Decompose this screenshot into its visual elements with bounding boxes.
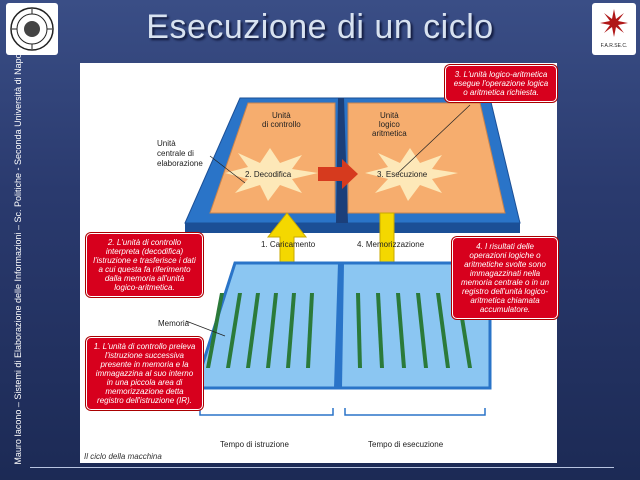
memory-bars — [206, 293, 472, 368]
instruction-time-label: Tempo di istruzione — [220, 440, 289, 449]
decode-burst — [225, 148, 318, 201]
farsec-logo: F.A.R.SE.C. — [592, 3, 636, 55]
execution-time-label: Tempo di esecuzione — [368, 440, 444, 449]
farsec-logo-text: F.A.R.SE.C. — [601, 43, 628, 49]
store-label: 4. Memorizzazione — [357, 240, 425, 249]
control-unit-label: Unità di controllo — [262, 111, 301, 129]
callout-step4: 4. I risultati delle operazioni logiche … — [452, 237, 558, 319]
callout-step1: 1. L'unità di controllo preleva l'istruz… — [86, 337, 203, 410]
university-seal-logo — [6, 3, 58, 55]
callout-step3: 3. L'unità logico-aritmetica esegue l'op… — [445, 65, 557, 102]
execute-label: 3. Esecuzione — [377, 170, 428, 179]
figure-caption: Il ciclo della macchina — [84, 452, 162, 461]
vertical-author-text: Mauro Iacono – Sistemi di Elaborazione d… — [13, 49, 23, 465]
decode-to-execute-arrow — [318, 159, 358, 189]
decode-label: 2. Decodifica — [245, 170, 292, 179]
alu-leader-line — [397, 104, 471, 174]
execution-time-bracket — [344, 408, 486, 416]
slide-title: Esecuzione di un ciclo — [146, 8, 494, 46]
instruction-time-bracket — [199, 408, 334, 416]
cpu-platform-edge — [185, 223, 520, 233]
footer-divider — [30, 467, 614, 468]
execute-burst — [365, 148, 458, 201]
fetch-label: 1. Caricamento — [261, 240, 316, 249]
machine-cycle-diagram — [184, 97, 521, 416]
memory-leader-line — [185, 320, 226, 337]
cpu-label: Unità centrale di elaborazione — [157, 139, 203, 168]
alu-label: Unità logico aritmetica — [372, 111, 407, 138]
memory-label: Memoria — [158, 319, 190, 328]
cpu-leader-line — [209, 155, 246, 184]
callout-step2: 2. L'unità di controllo interpreta (deco… — [86, 233, 203, 297]
memory-divider — [334, 263, 344, 388]
